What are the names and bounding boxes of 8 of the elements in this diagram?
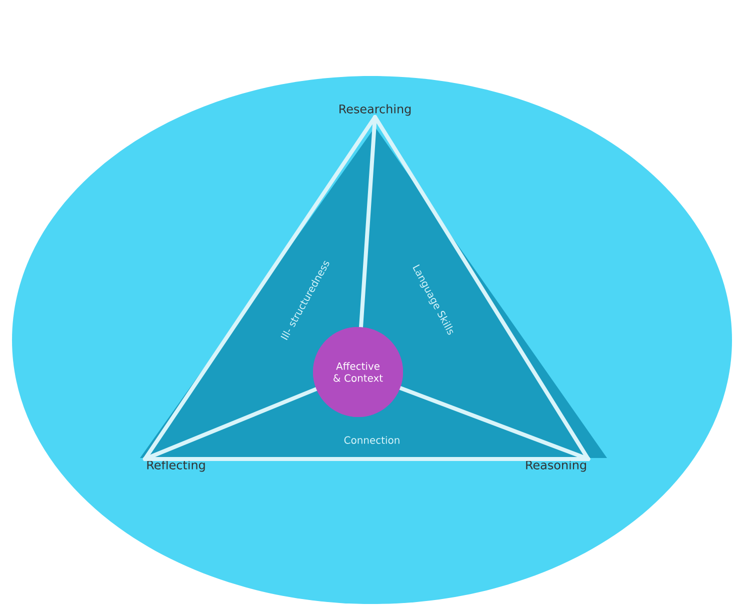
connector-line	[142, 387, 318, 461]
connector-line	[373, 114, 590, 461]
node-label: Affective & Context	[334, 362, 383, 382]
vertex-label: Reflecting	[147, 460, 205, 472]
side-label: Connection	[344, 436, 400, 444]
vertex-label: Reasoning	[526, 460, 586, 472]
connector-line	[142, 457, 590, 461]
vertex-label: Researching	[340, 104, 411, 116]
